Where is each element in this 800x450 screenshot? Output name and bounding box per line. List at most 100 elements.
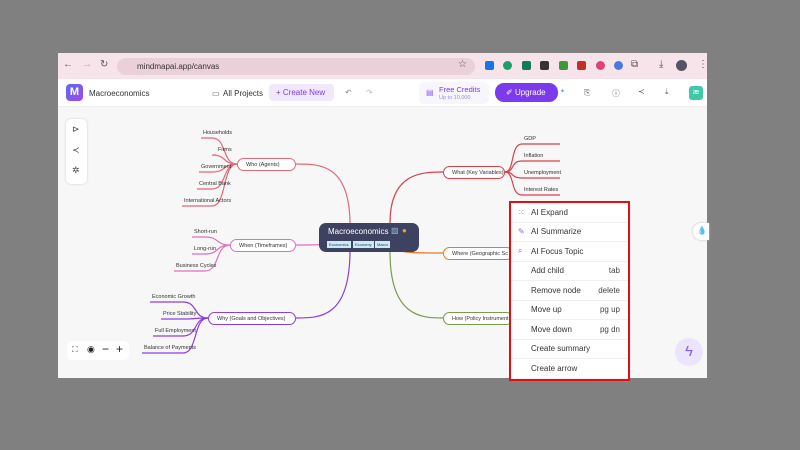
leaf-node[interactable]: Inflation: [524, 153, 544, 159]
leaf-node[interactable]: International Actors: [184, 198, 232, 204]
lightning-button[interactable]: ϟ: [675, 338, 703, 366]
create-new-button[interactable]: + Create New: [269, 84, 334, 101]
project-title: Macroeconomics: [89, 89, 150, 98]
tag: Economy: [353, 241, 374, 248]
leaf-node[interactable]: Balance of Payments: [144, 345, 196, 351]
leaf-connector: [182, 163, 238, 207]
redo-icon[interactable]: ↷: [366, 88, 373, 97]
menu-item-label: Move down: [531, 324, 572, 334]
extensions-puzzle-icon[interactable]: ⧉: [631, 59, 639, 70]
download-icon[interactable]: ⤓: [665, 87, 669, 96]
menu-item-create-arrow[interactable]: Create arrow: [511, 359, 628, 379]
app-header: [58, 79, 707, 107]
credits-title: Free Credits: [439, 85, 481, 94]
money-bag-icon: ●: [402, 226, 407, 235]
leaf-connector: [142, 317, 209, 354]
back-icon[interactable]: ←: [63, 59, 73, 70]
extension-icon[interactable]: [503, 61, 512, 70]
leaf-node[interactable]: Households: [203, 130, 233, 136]
shortcut-hint: pg dn: [599, 324, 620, 334]
leaf-node[interactable]: Short-run: [194, 229, 217, 235]
menu-item-move-up[interactable]: Move up pg up: [511, 301, 628, 320]
menu-item-ai-focus-topic[interactable]: ⌕AI Focus Topic: [511, 242, 628, 262]
menu-dots-icon[interactable]: ⋮: [698, 59, 708, 70]
zoom-in-button[interactable]: +: [116, 342, 124, 356]
extension-icon[interactable]: [540, 61, 549, 70]
undo-icon[interactable]: ↶: [345, 88, 352, 97]
address-bar[interactable]: mindmapai.app/canvas: [117, 58, 475, 75]
leaf-node[interactable]: Business Cycles: [176, 263, 217, 269]
expand-icon: ⁙: [518, 207, 525, 217]
branch-connector: [295, 249, 351, 319]
extension-icon[interactable]: [522, 61, 531, 70]
menu-item-label: AI Expand: [531, 207, 568, 217]
zoom-out-button[interactable]: −: [102, 342, 110, 356]
url-text: mindmapai.app/canvas: [137, 62, 220, 71]
leaf-node[interactable]: Economic Growth: [152, 294, 196, 300]
leaf-connector: [504, 143, 560, 173]
leaf-node[interactable]: Firms: [218, 147, 232, 153]
free-credits-badge[interactable]: ▤ Free Credits Up to 10,000: [419, 82, 489, 104]
leaf-node[interactable]: Government: [201, 164, 232, 170]
forward-icon[interactable]: →: [82, 59, 92, 70]
menu-item-label: Create arrow: [531, 363, 578, 373]
branch-node[interactable]: How (Policy Instrument: [443, 312, 513, 325]
leaf-connector: [504, 171, 560, 196]
extension-icon[interactable]: [577, 61, 586, 70]
share-node-icon[interactable]: ≺: [72, 145, 80, 155]
menu-item-create-summary[interactable]: Create summary: [511, 340, 628, 359]
recenter-icon[interactable]: ◉: [87, 344, 95, 354]
leaf-node[interactable]: Price Stability: [163, 311, 197, 317]
chart-emoji-icon: ▨: [391, 226, 399, 235]
gift-icon: ▤: [426, 88, 434, 97]
leaf-node[interactable]: GDP: [524, 136, 536, 142]
leaf-node[interactable]: Interest Rates: [524, 187, 559, 193]
extension-icon[interactable]: [485, 61, 494, 70]
water-drop-icon[interactable]: 💧: [693, 223, 709, 240]
menu-item-ai-summarize[interactable]: ✎AI Summarize: [511, 223, 628, 242]
cluster-icon[interactable]: ✲: [72, 165, 80, 175]
branch-node[interactable]: Who (Agents): [237, 158, 296, 171]
shortcut-hint: pg up: [599, 305, 620, 315]
app-switch-icon[interactable]: æ: [689, 86, 703, 100]
fit-screen-icon[interactable]: ⛶: [72, 345, 78, 354]
avatar[interactable]: [676, 60, 687, 71]
all-projects-link[interactable]: All Projects: [223, 89, 264, 98]
leaf-connector: [192, 236, 231, 246]
leaf-connector: [504, 160, 560, 173]
logo[interactable]: M: [66, 84, 83, 101]
menu-item-label: Move up: [531, 305, 562, 315]
rocket-icon: ✐: [506, 88, 515, 97]
branch-node[interactable]: When (Timeframes): [230, 239, 296, 252]
help-icon[interactable]: ⓘ: [612, 89, 620, 98]
reload-icon[interactable]: ↻: [100, 59, 109, 70]
menu-item-move-down[interactable]: Move down pg dn: [511, 320, 628, 340]
leaf-node[interactable]: Central Bank: [199, 181, 231, 187]
layout-icon[interactable]: ⊳: [72, 124, 80, 134]
extension-icon[interactable]: [559, 61, 568, 70]
bookmark-star-icon[interactable]: ☆: [458, 59, 467, 70]
leaf-node[interactable]: Unemployment: [524, 170, 561, 176]
leaf-connector: [174, 244, 231, 272]
download-icon[interactable]: ⤓: [659, 59, 664, 70]
leaf-node[interactable]: Full Employment: [155, 328, 196, 334]
credits-subtitle: Up to 10,000: [439, 95, 471, 101]
upgrade-button[interactable]: ✐ Upgrade: [495, 83, 558, 102]
branch-node[interactable]: Where (Geographic Sc: [443, 247, 513, 260]
leaf-node[interactable]: Long-run: [194, 246, 217, 252]
branch-node[interactable]: What (Key Variables): [443, 166, 505, 179]
extension-icon[interactable]: [614, 61, 623, 70]
menu-item-ai-expand[interactable]: ⁙ AI Expand: [511, 203, 628, 223]
pages-icon[interactable]: ⎘: [584, 88, 591, 97]
menu-item-label: AI Focus Topic: [531, 246, 584, 256]
share-icon[interactable]: ≺: [638, 87, 645, 96]
branch-connector: [389, 251, 444, 319]
extension-icon[interactable]: [596, 61, 605, 70]
center-node[interactable]: Macroeconomics ▨ ● Economics Economy Mac…: [319, 223, 419, 252]
branch-node[interactable]: Why (Goals and Objectives): [208, 312, 296, 325]
leaf-connector: [201, 137, 238, 165]
menu-item-label: Create summary: [531, 344, 591, 354]
